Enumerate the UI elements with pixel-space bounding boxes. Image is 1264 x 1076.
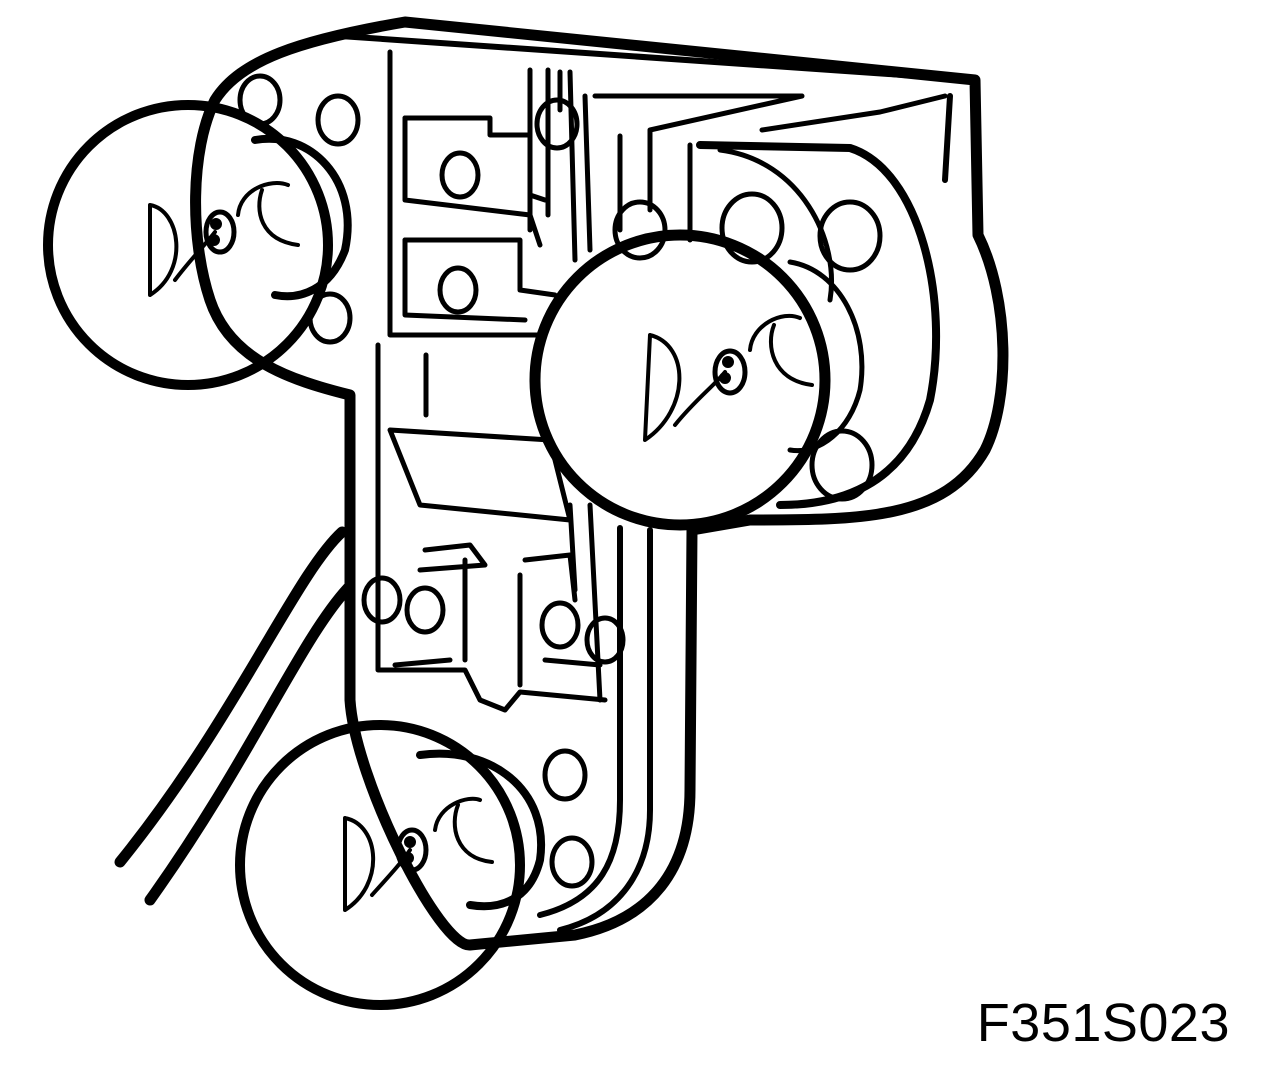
hole bbox=[404, 585, 446, 635]
wire-harness bbox=[114, 526, 354, 906]
hole bbox=[315, 93, 361, 147]
right-bulb bbox=[529, 229, 831, 531]
hole bbox=[817, 199, 883, 273]
hole bbox=[549, 835, 595, 889]
hole bbox=[437, 265, 479, 315]
hole bbox=[719, 191, 785, 265]
hole bbox=[361, 575, 403, 625]
hole bbox=[612, 199, 668, 261]
figure-code: F351S023 bbox=[976, 993, 1230, 1053]
circuit-tracks bbox=[375, 49, 948, 713]
holder-board bbox=[190, 16, 1009, 951]
hole bbox=[534, 97, 580, 151]
top-left-bulb bbox=[43, 100, 333, 390]
mounting-holes bbox=[237, 73, 883, 889]
hole bbox=[542, 748, 588, 802]
hole bbox=[584, 615, 626, 665]
hole bbox=[539, 600, 581, 650]
bulb-filament bbox=[643, 313, 814, 442]
bulb-filament bbox=[148, 181, 300, 297]
hole bbox=[439, 150, 481, 200]
bottom-bulb bbox=[235, 720, 525, 1010]
bulb-filament bbox=[343, 796, 494, 912]
